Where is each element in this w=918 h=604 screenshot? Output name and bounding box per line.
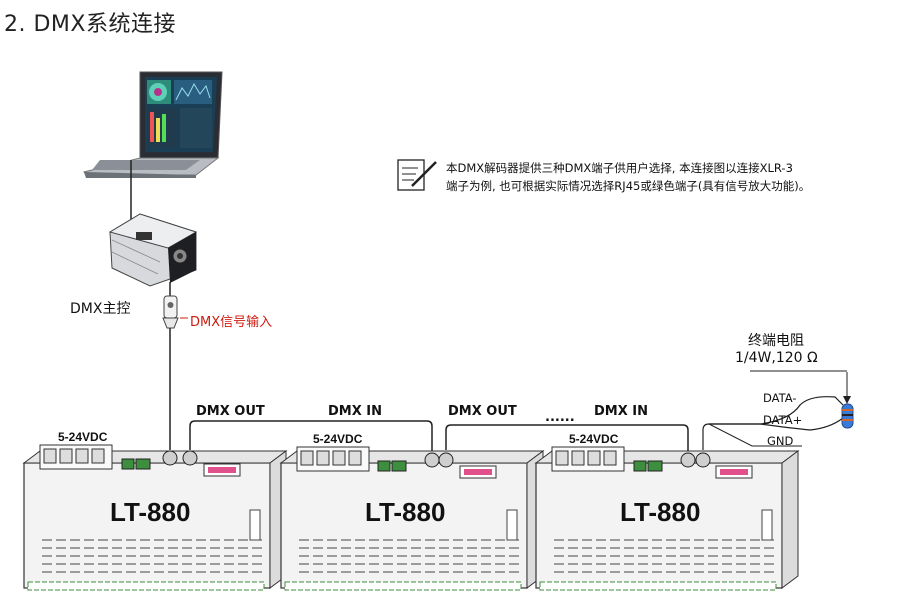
terminator-spec-label: 1/4W,120 Ω	[735, 350, 818, 366]
dmx-controller-icon	[108, 213, 198, 287]
xlr-plug-icon	[162, 295, 179, 329]
ellipsis-label: ......	[545, 410, 575, 425]
page-title: 2. DMX系统连接	[4, 12, 176, 37]
dmx-in-label-2: DMX IN	[594, 404, 648, 419]
dmx-out-label-1: DMX OUT	[196, 404, 265, 419]
data-plus-label: DATA+	[763, 413, 803, 427]
terminator-wire-gnd	[708, 423, 802, 447]
terminator-wire-data-plus	[709, 417, 844, 431]
device-2-power-label: 5-24VDC	[313, 432, 363, 446]
dmx-link-2	[445, 424, 689, 452]
terminator-label: 终端电阻	[748, 333, 804, 349]
dmx-out-label-2: DMX OUT	[448, 404, 517, 419]
device-2-model-label: LT-880	[365, 497, 446, 527]
device-1-power-label: 5-24VDC	[58, 430, 108, 444]
connection-note: 本DMX解码器提供三种DMX端子供用户选择, 本连接图以连接XLR-3 端子为例…	[446, 159, 876, 195]
device-2	[279, 446, 545, 591]
note-line-2: 端子为例, 也可根据实际情况选择RJ45或绿色端子(具有信号放大功能)。	[446, 179, 811, 193]
dmx-link-1	[189, 420, 433, 452]
gnd-label: GND	[767, 434, 794, 448]
note-line-1: 本DMX解码器提供三种DMX端子供用户选择, 本连接图以连接XLR-3	[446, 161, 793, 175]
resistor-icon	[750, 370, 854, 429]
device-3-model-label: LT-880	[620, 497, 701, 527]
data-minus-label: DATA-	[763, 391, 797, 405]
device-3	[534, 446, 800, 591]
device-3-power-label: 5-24VDC	[569, 432, 619, 446]
dmx-signal-input-label: DMX信号输入	[190, 315, 273, 330]
note-edit-icon	[397, 159, 437, 191]
laptop-icon	[83, 71, 223, 178]
device-1-model-label: LT-880	[110, 497, 191, 527]
dmx-in-label-1: DMX IN	[328, 404, 382, 419]
dmx-master-label: DMX主控	[70, 301, 131, 317]
terminator-wire-data-minus	[702, 396, 844, 450]
